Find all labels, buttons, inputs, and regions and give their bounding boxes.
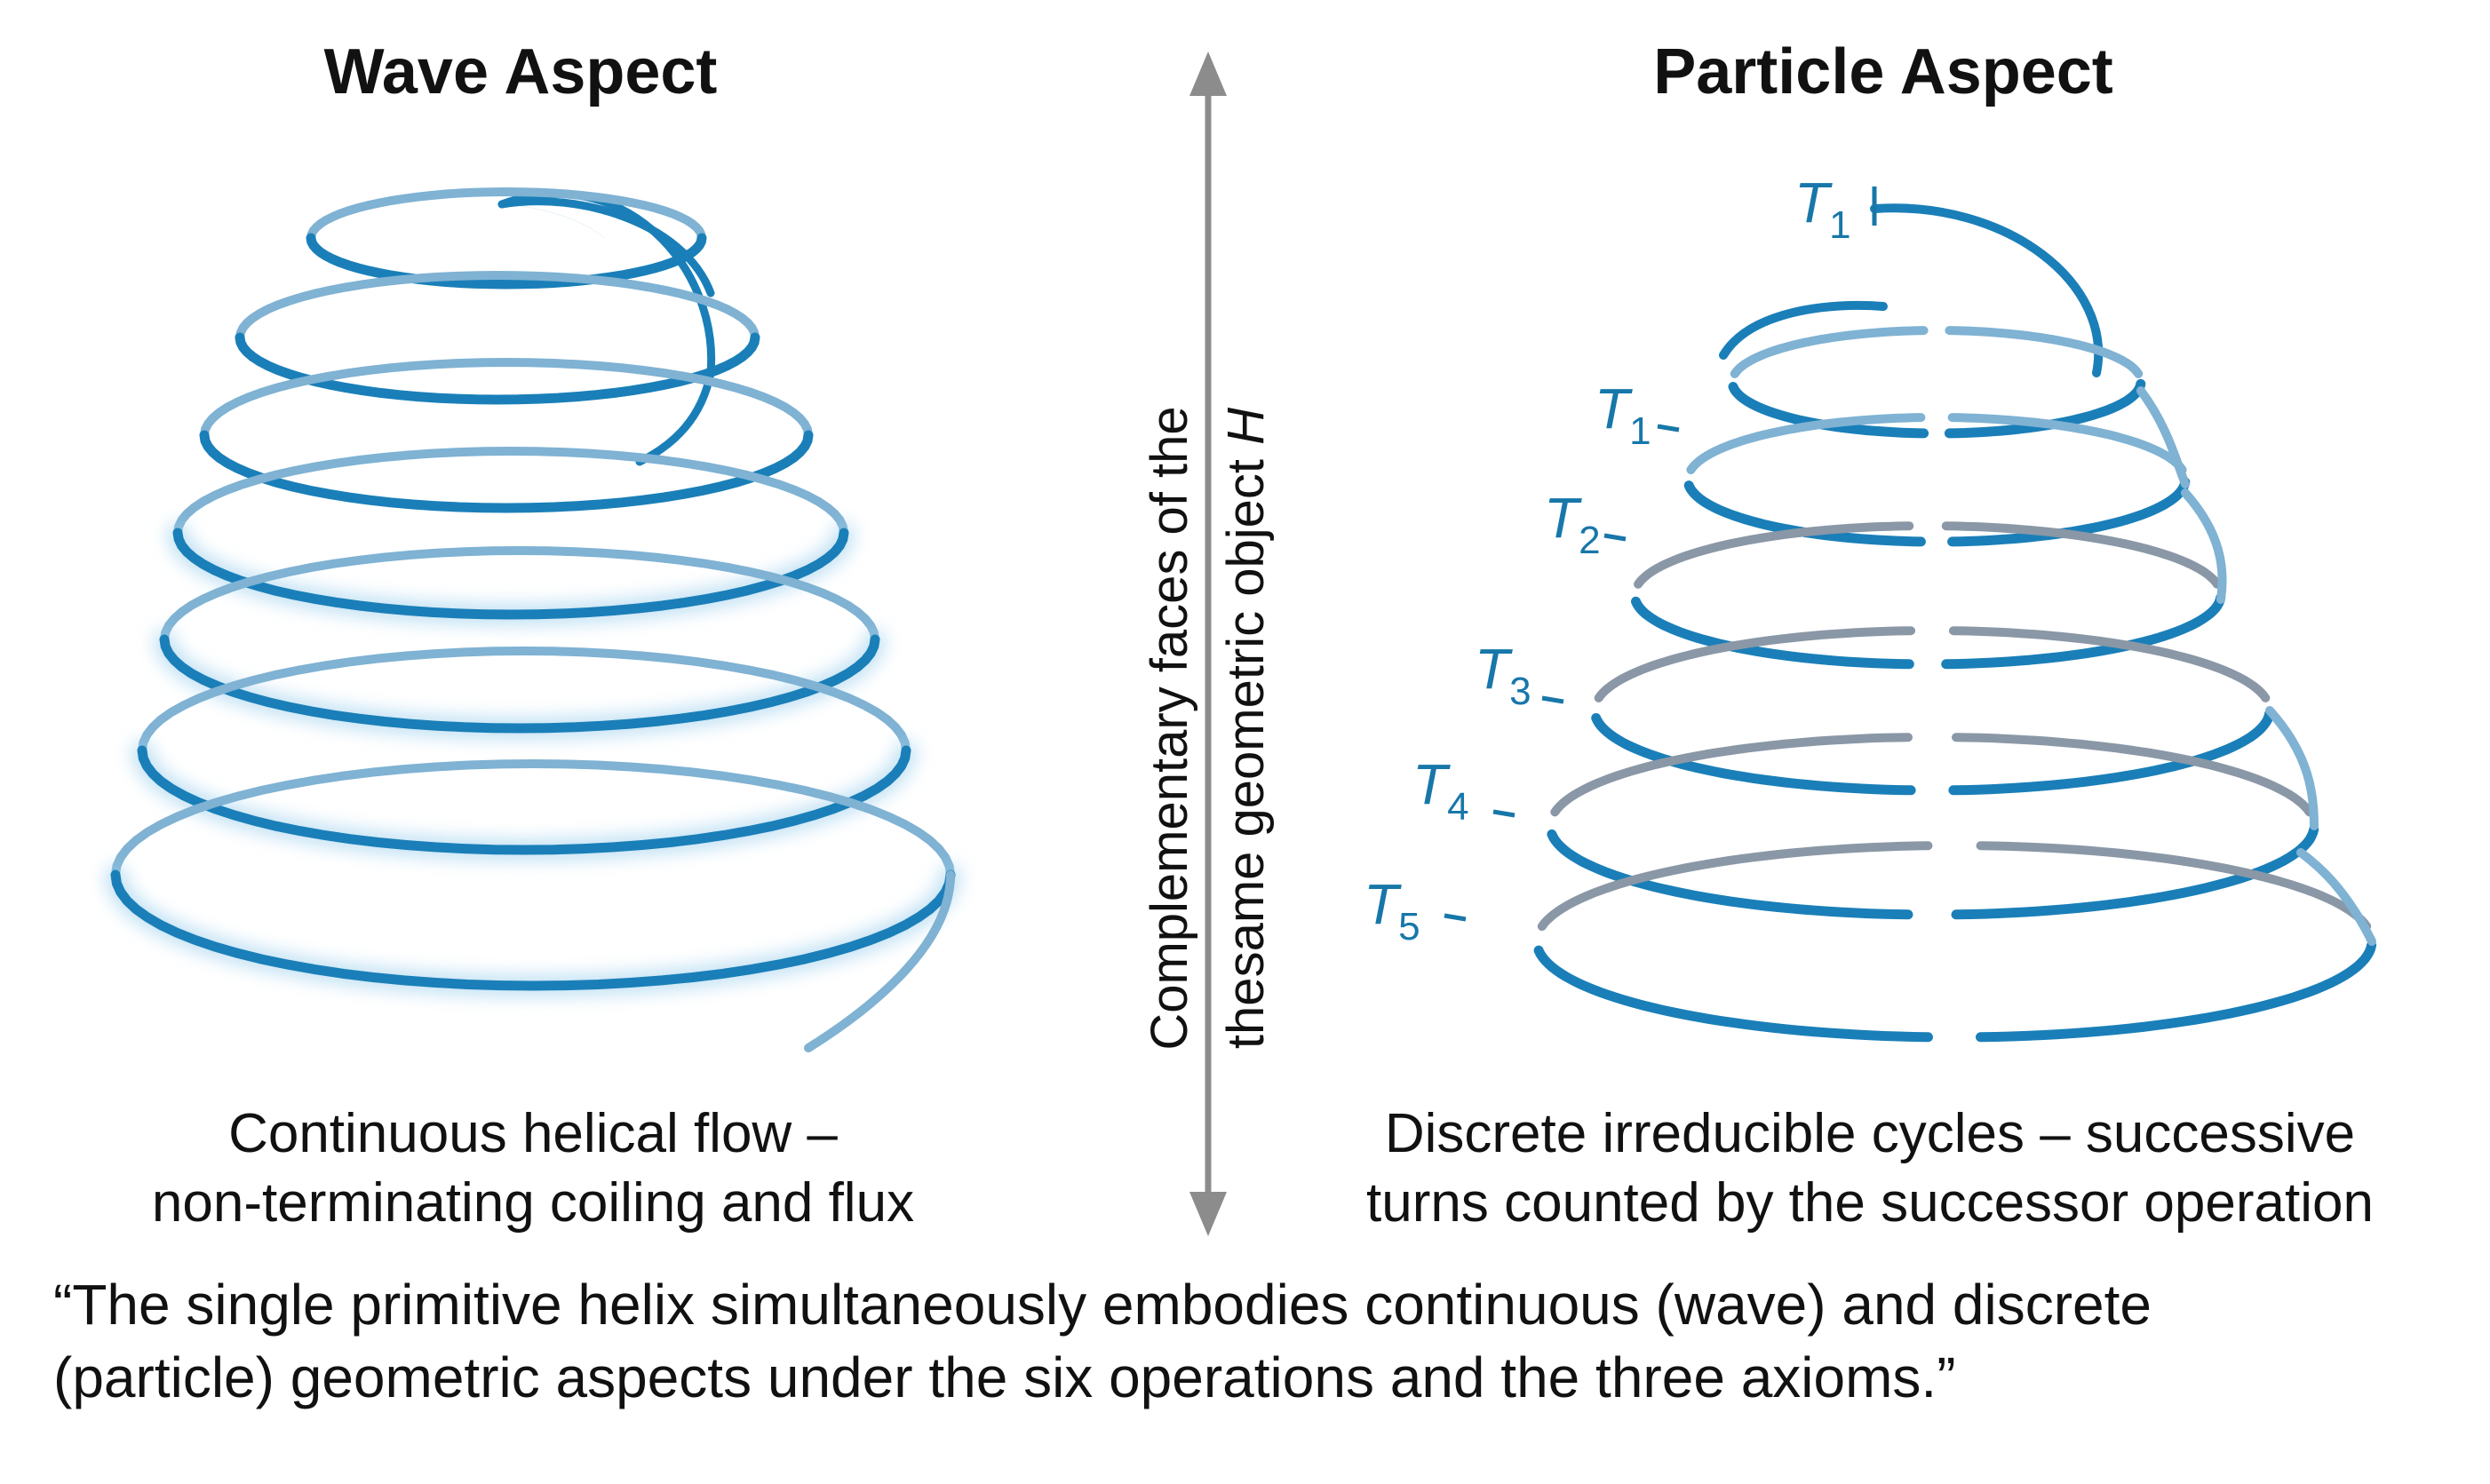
particle-helix bbox=[1533, 203, 2377, 1043]
particle-caption-line1: Discrete irreducible cycles – successive bbox=[1384, 1103, 2356, 1164]
helix-symbol-h: H bbox=[1217, 407, 1275, 445]
wave-helix-tail bbox=[497, 197, 715, 298]
particle-cycle-front bbox=[1948, 709, 2275, 796]
particle-cycle-back bbox=[1550, 733, 1913, 817]
wave-helix-coil-front bbox=[199, 430, 814, 513]
particle-helix-riser bbox=[2265, 706, 2319, 830]
turn-label: T5 bbox=[1364, 872, 1420, 948]
wave-caption-line1: Continuous helical flow – bbox=[228, 1103, 838, 1164]
particle-cycle-back bbox=[1537, 841, 1933, 932]
divider-caption-line2-text: thesame geometric object bbox=[1217, 444, 1275, 1050]
wave-aspect-title: Wave Aspect bbox=[323, 36, 718, 107]
turn-label-subscript: 1 bbox=[1829, 203, 1850, 247]
turn-label: T2 bbox=[1544, 486, 1601, 562]
turn-label-letter: T bbox=[1595, 377, 1633, 440]
turn-label-subscript: 5 bbox=[1398, 905, 1420, 948]
wave-helix-coil-back bbox=[173, 446, 848, 537]
particle-helix-riser bbox=[2136, 386, 2190, 488]
wave-helix-coil-back bbox=[235, 270, 760, 342]
wave-helix-coil-back bbox=[111, 758, 955, 879]
divider-caption-line1: Complementary faces of the bbox=[1141, 406, 1198, 1051]
turn-label: T3 bbox=[1475, 637, 1531, 713]
particle-cycle-back bbox=[1686, 413, 1926, 474]
wave-helix-coil-front bbox=[306, 233, 707, 290]
turn-label: T1 bbox=[1794, 171, 1851, 247]
turn-label-tick bbox=[1541, 695, 1564, 704]
turn-label-subscript: 3 bbox=[1509, 670, 1531, 713]
particle-cycle-back bbox=[1976, 841, 2372, 932]
particle-cycle-front bbox=[1683, 480, 1926, 547]
arrow-up-head bbox=[1189, 52, 1227, 96]
particle-cycle-front bbox=[1728, 382, 1929, 439]
particle-cycle-back bbox=[1634, 521, 1914, 589]
particle-cycle-back bbox=[1594, 626, 1916, 702]
wave-caption: Continuous helical flow – non-terminatin… bbox=[36, 1099, 1030, 1238]
quote-line2: (particle) geometric aspects under the s… bbox=[53, 1345, 1956, 1409]
particle-cycle-back bbox=[1948, 626, 2271, 702]
turn-label-letter: T bbox=[1794, 171, 1833, 234]
turn-label-letter: T bbox=[1412, 752, 1451, 816]
wave-helix-coil-front bbox=[235, 332, 760, 405]
particle-helix-riser bbox=[2181, 488, 2227, 604]
wave-caption-line2: non-terminating coiling and flux bbox=[151, 1172, 915, 1234]
wave-helix-coil-front bbox=[110, 869, 956, 991]
particle-cycle-back bbox=[1947, 413, 2187, 474]
turn-label-tick bbox=[1444, 913, 1467, 922]
particle-helix-riser bbox=[2296, 848, 2376, 946]
wave-helix-end bbox=[804, 870, 955, 1052]
turn-label-letter: T bbox=[1364, 872, 1402, 936]
particle-cycle-back bbox=[1941, 521, 2222, 589]
double-arrow bbox=[1189, 52, 1227, 1236]
particle-cycle-back bbox=[1952, 733, 2314, 817]
turn-label-tick bbox=[1657, 424, 1680, 433]
particle-aspect-title: Particle Aspect bbox=[1653, 36, 2113, 107]
particle-cycle-back bbox=[1730, 326, 1929, 378]
particle-caption: Discrete irreducible cycles – successive… bbox=[1261, 1099, 2478, 1238]
wave-helix bbox=[106, 186, 960, 1052]
particle-cycle-front bbox=[1976, 940, 2377, 1043]
particle-caption-line2: turns counted by the successor operation bbox=[1366, 1172, 2374, 1234]
turn-label: T1 bbox=[1595, 377, 1651, 453]
turn-label-subscript: 2 bbox=[1579, 519, 1600, 562]
turn-label-letter: T bbox=[1475, 637, 1513, 701]
turn-label-tick bbox=[1603, 533, 1627, 542]
wave-helix-coil-back bbox=[138, 646, 911, 755]
wave-helix-coil-front bbox=[172, 528, 849, 620]
particle-cycle-back bbox=[1945, 326, 2144, 378]
arrow-down-head bbox=[1189, 1192, 1227, 1236]
wave-helix-coil-back bbox=[306, 186, 706, 242]
turn-label-subscript: 4 bbox=[1447, 785, 1468, 829]
turn-label: T4 bbox=[1412, 752, 1469, 829]
quote-line1: “The single primitive helix simultaneous… bbox=[53, 1273, 2152, 1337]
particle-cycle-front bbox=[1944, 378, 2146, 439]
particle-cycle-front bbox=[1591, 713, 1916, 796]
particle-cycle-front bbox=[1547, 829, 1913, 920]
turn-label-letter: T bbox=[1544, 486, 1582, 550]
turn-label-subscript: 1 bbox=[1629, 409, 1651, 453]
wave-helix-coil-front bbox=[159, 634, 880, 734]
wave-helix-coil-back bbox=[200, 357, 813, 440]
wave-helix-lead bbox=[497, 189, 716, 466]
wave-helix-coil-back bbox=[160, 545, 879, 644]
turn-label-tick bbox=[1492, 809, 1515, 818]
particle-helix-hook bbox=[1719, 300, 1888, 360]
particle-helix-top bbox=[1870, 203, 2103, 377]
wave-helix-glow bbox=[106, 865, 960, 996]
particle-cycle-front bbox=[1533, 945, 1933, 1043]
particle-cycle-front bbox=[1947, 477, 2191, 547]
quote: “The single primitive helix simultaneous… bbox=[53, 1268, 2452, 1414]
